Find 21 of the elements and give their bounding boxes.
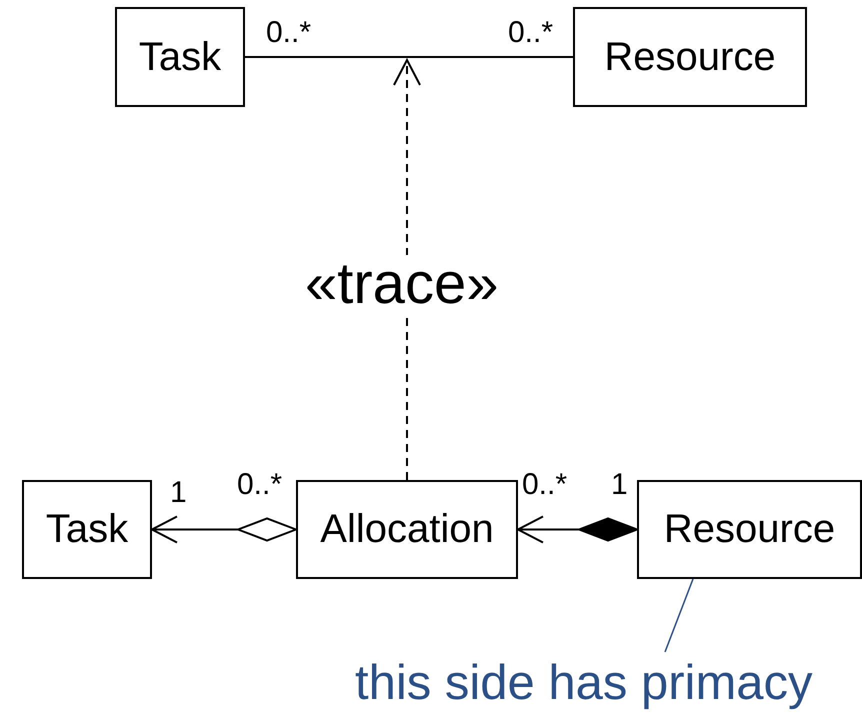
class-box: [296, 480, 518, 579]
association-line: [245, 56, 573, 58]
multiplicity-label: 1: [611, 470, 628, 500]
class-box: [637, 480, 862, 579]
multiplicity-label: 0..*: [266, 18, 312, 48]
class-name: Resource: [604, 34, 776, 80]
class-name: Resource: [664, 507, 836, 552]
class-box: [115, 7, 245, 107]
association-arrow: [151, 516, 297, 544]
note-text: this side has primacy: [355, 652, 860, 714]
class-name: Task: [138, 34, 222, 80]
class-box: [22, 480, 152, 579]
multiplicity-label: 0..*: [522, 470, 568, 500]
class-name: Task: [46, 507, 128, 552]
class-name: Allocation: [320, 507, 494, 552]
multiplicity-label: 1: [170, 478, 187, 508]
multiplicity-label: 0..*: [508, 18, 554, 48]
association-arrow: [517, 516, 638, 544]
multiplicity-label: 0..*: [237, 470, 282, 500]
class-box: [573, 7, 807, 107]
leader-line: [664, 578, 694, 652]
